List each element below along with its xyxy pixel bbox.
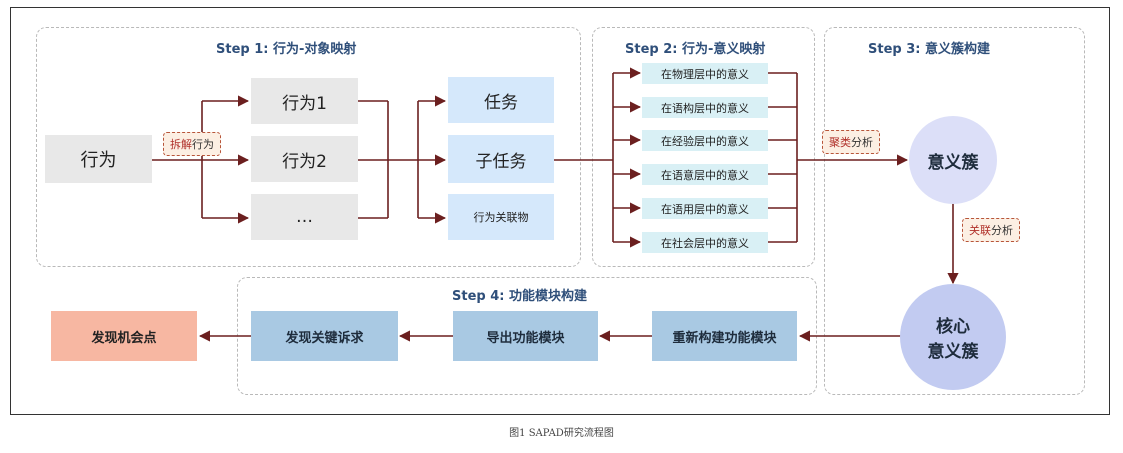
key-demands-box: 发现关键诉求 (251, 311, 398, 361)
behavior-more-box: … (251, 194, 358, 240)
meaning-experience-box: 在经验层中的意义 (642, 130, 768, 151)
behavior-1-box: 行为1 (251, 78, 358, 124)
opportunity-box: 发现机会点 (51, 311, 197, 361)
step2-title: Step 2: 行为-意义映射 (625, 42, 766, 57)
meaning-syntactic-box: 在语构层中的意义 (642, 97, 768, 118)
meaning-social-box: 在社会层中的意义 (642, 232, 768, 253)
meaning-pragmatic-box: 在语用层中的意义 (642, 198, 768, 219)
core-meaning-cluster-circle: 核心 意义簇 (900, 284, 1006, 390)
step1-title: Step 1: 行为-对象映射 (216, 42, 357, 57)
meaning-semantic-box: 在语意层中的意义 (642, 164, 768, 185)
task-box: 任务 (448, 77, 554, 123)
meaning-cluster-circle: 意义簇 (909, 116, 997, 204)
cluster-analysis-tag: 聚类分析 (822, 130, 880, 154)
cluster-tag-highlight: 聚类 (829, 136, 851, 149)
step2-panel (592, 27, 815, 267)
step3-title: Step 3: 意义簇构建 (868, 42, 990, 57)
rebuild-module-box: 重新构建功能模块 (652, 311, 797, 361)
step1-panel (36, 27, 581, 267)
cluster-tag-rest: 分析 (851, 136, 873, 149)
figure-frame (10, 7, 1110, 415)
relate-analysis-tag: 关联分析 (962, 218, 1020, 242)
related-object-box: 行为关联物 (448, 194, 554, 240)
meaning-physical-box: 在物理层中的意义 (642, 63, 768, 84)
behavior-2-box: 行为2 (251, 136, 358, 182)
core-cluster-line1: 核心 (936, 317, 970, 337)
split-behavior-tag: 拆解行为 (163, 132, 221, 156)
export-module-box: 导出功能模块 (453, 311, 598, 361)
subtask-box: 子任务 (448, 135, 554, 183)
behavior-box: 行为 (45, 135, 152, 183)
relate-tag-rest: 分析 (991, 224, 1013, 237)
step3-panel (824, 27, 1085, 395)
split-tag-rest: 行为 (192, 138, 214, 151)
core-cluster-line2: 意义簇 (927, 342, 979, 362)
relate-tag-highlight: 关联 (969, 224, 991, 237)
split-tag-highlight: 拆解 (170, 138, 192, 151)
step4-title: Step 4: 功能模块构建 (452, 289, 587, 304)
figure-caption: 图1 SAPAD研究流程图 (509, 428, 614, 439)
